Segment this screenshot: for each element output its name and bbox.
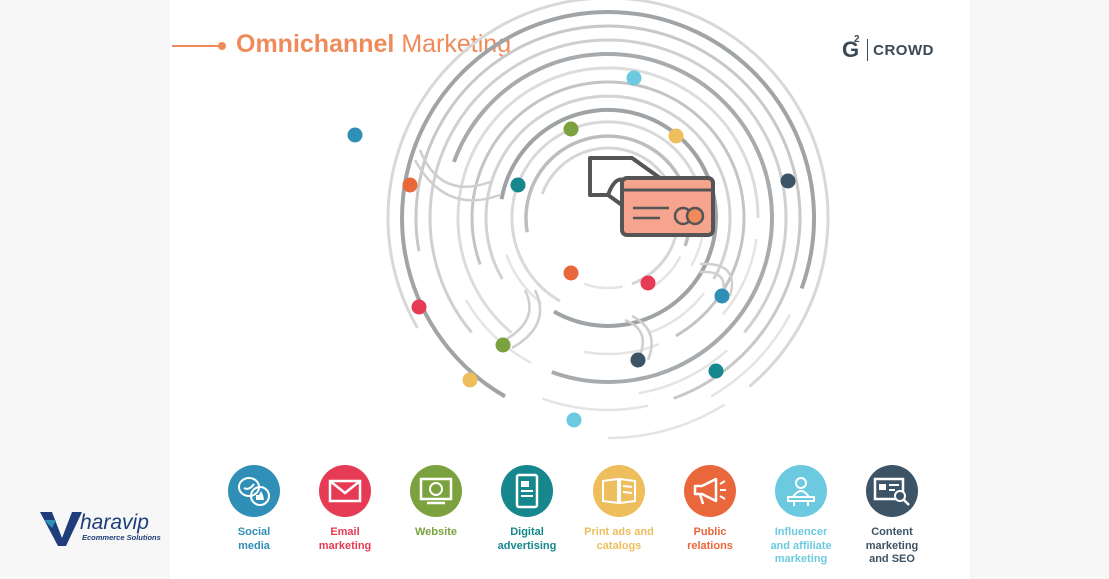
content-seo-icon: [866, 465, 918, 517]
spiral-rings: [386, 0, 830, 440]
spiral-dot: [626, 70, 642, 86]
haravip-name: haravip: [80, 511, 149, 534]
spiral-ring: [540, 146, 680, 286]
connector-arc: [511, 289, 542, 350]
title-accent-line: [172, 45, 220, 47]
spiral-ring-segment: [638, 349, 728, 395]
spiral-dot: [563, 121, 579, 137]
public-relations-icon: [684, 465, 736, 517]
connector-arc: [624, 318, 645, 356]
spiral-dot: [714, 288, 730, 304]
spiral-dot: [630, 352, 646, 368]
spiral-dot: [495, 337, 511, 353]
spiral-ring: [400, 10, 817, 399]
spiral-dot: [462, 372, 478, 388]
email-icon: [319, 465, 371, 517]
spiral-ring: [510, 120, 704, 303]
influencer-icon: [775, 465, 827, 517]
spiral-ring-segment: [583, 282, 623, 290]
spiral-dot: [510, 177, 526, 193]
spiral-ring-segment: [464, 299, 532, 364]
spiral-ring: [484, 94, 732, 280]
connector-arc: [504, 289, 531, 342]
channel-item: Website: [390, 465, 482, 540]
spiral-dot: [640, 275, 656, 291]
website-icon: [410, 465, 462, 517]
spiral-dot: [708, 363, 724, 379]
spiral-ring-segment: [584, 342, 660, 356]
g2-separator: [867, 39, 869, 61]
spiral-dot: [563, 265, 579, 281]
spiral-ring: [456, 66, 760, 335]
spiral-dot: [668, 128, 684, 144]
haravip-tagline: Ecommerce Solutions: [82, 533, 161, 542]
spiral-dot: [411, 299, 427, 315]
social-media-icon: [228, 465, 280, 517]
digital-advertising-icon: [501, 465, 553, 517]
spiral-dot: [402, 177, 418, 193]
page-title: Omnichannel Marketing: [236, 30, 511, 59]
title-bold: Omnichannel: [236, 30, 395, 58]
connector-arc: [418, 149, 491, 188]
infographic-panel: [170, 0, 970, 579]
spiral-dot: [347, 127, 363, 143]
haravip-logo-icon: [40, 512, 82, 546]
spiral-dot: [566, 412, 582, 428]
title-light: Marketing: [401, 30, 512, 58]
spiral-ring-segment: [541, 397, 649, 412]
connector-arc: [699, 262, 734, 297]
spiral-ring: [470, 80, 746, 338]
spiral-ring-segment: [649, 292, 706, 334]
spiral-ring: [452, 51, 774, 384]
left-margin: [0, 0, 170, 579]
spiral-ring: [499, 107, 718, 328]
spiral-ring: [414, 24, 802, 400]
g2-text: CROWD: [873, 41, 934, 59]
title-accent-dot: [218, 42, 226, 50]
spiral-ring-segment: [710, 314, 792, 398]
hand-holding-credit-card-icon: [588, 156, 715, 237]
spiral-dot: [780, 173, 796, 189]
connector-arc: [631, 314, 653, 361]
spiral-ring: [386, 0, 830, 388]
channel-dots: [347, 70, 796, 428]
spiral-ring: [428, 38, 788, 334]
print-ads-icon: [593, 465, 645, 517]
spiral-ring-segment: [607, 403, 726, 440]
channel-label: Website: [415, 526, 457, 538]
right-margin: [970, 0, 1109, 579]
connector-arc: [413, 159, 501, 202]
spiral-ring-segment: [721, 238, 758, 316]
